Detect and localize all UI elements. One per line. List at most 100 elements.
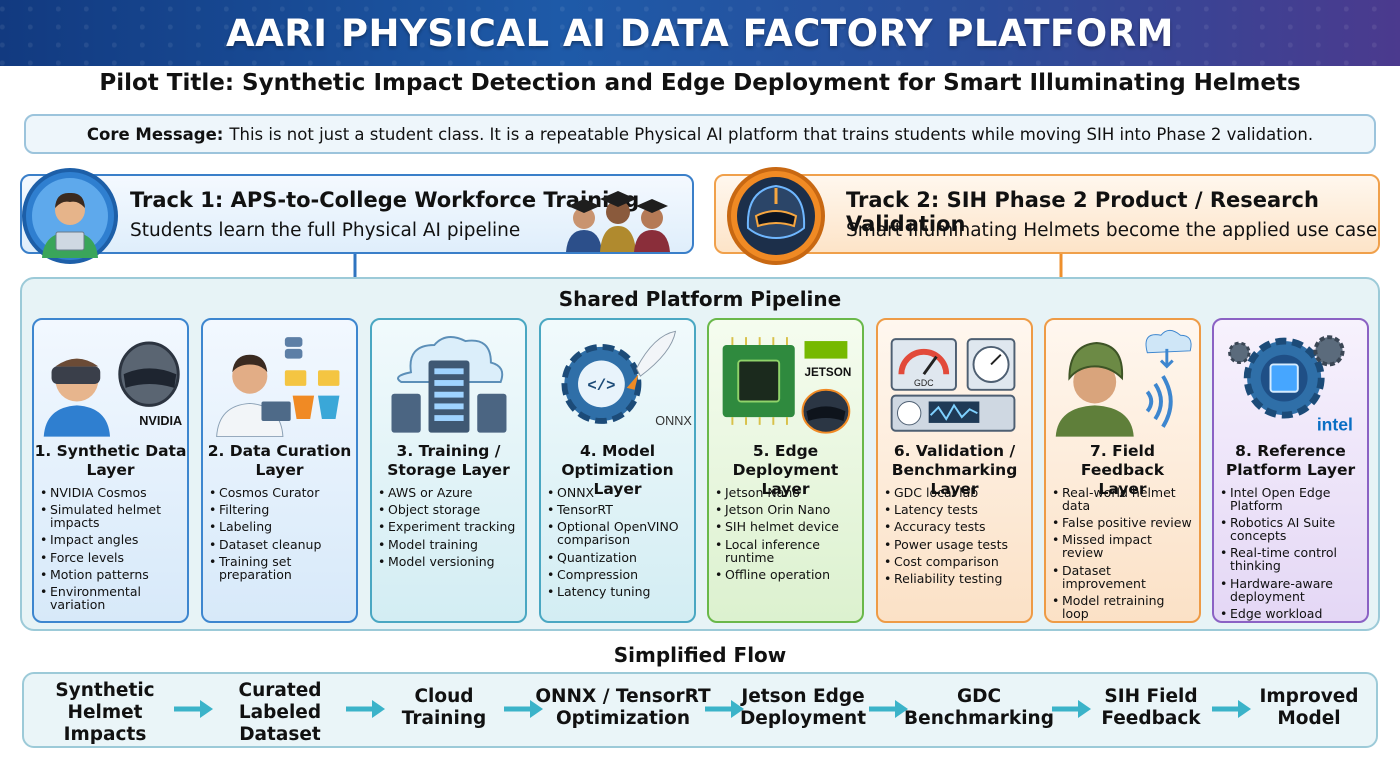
layer-item: Experiment tracking — [378, 520, 521, 533]
layer-title-line: Layer — [255, 461, 304, 479]
layer-card-reference-platform: intel 8. Reference Platform Layer Intel … — [1212, 318, 1369, 623]
gear-rocket-icon: </> ONNX — [561, 330, 692, 428]
layer-item: Cost comparison — [884, 555, 1027, 568]
layer-item: Offline operation — [715, 568, 858, 581]
flow-arrow-icon — [504, 700, 543, 718]
intel-logo: intel — [1317, 415, 1353, 435]
onnx-logo: ONNX — [655, 414, 692, 428]
layer-card-edge-deployment: JETSON 5. Edge Deployment Layer Jetson N… — [707, 318, 864, 623]
flow-step-line: ONNX / TensorRT — [535, 686, 711, 707]
layer-item: Object storage — [378, 503, 521, 516]
layer-title: 8. Reference Platform Layer — [1214, 442, 1367, 480]
flow-step-line: Benchmarking — [904, 708, 1054, 729]
layer-item: Reliability testing — [884, 572, 1027, 585]
flow-step-line: Impacts — [63, 724, 147, 745]
pilot-title: Pilot Title: Synthetic Impact Detection … — [99, 70, 1301, 96]
flow-step: GDC Benchmarking — [904, 686, 1054, 730]
flow-step-line: Synthetic — [55, 680, 155, 701]
core-message-box: Core Message: This is not just a student… — [24, 114, 1376, 154]
layer-item: Quantization — [547, 551, 690, 564]
layer-items: AWS or AzureObject storageExperiment tra… — [378, 486, 521, 572]
layer-items: Jetson NanoJetson Orin NanoSIH helmet de… — [715, 486, 858, 585]
layer-item: Environmental variation — [40, 585, 183, 611]
simplified-flow — [22, 672, 1378, 748]
layer-item: Edge workload orchestration — [1220, 607, 1363, 621]
flow-arrow-icon — [174, 700, 213, 718]
layer-item: Model retraining loop — [1052, 594, 1195, 620]
flow-step: Synthetic Helmet Impacts — [30, 680, 180, 746]
flow-step-line: Model — [1277, 708, 1341, 729]
layer-item: Model training — [378, 538, 521, 551]
layer-item: AWS or Azure — [378, 486, 521, 499]
vr-helmet-icon: NVIDIA — [43, 341, 182, 437]
graduates-icon — [566, 191, 670, 252]
flow-step: Improved Model — [1234, 686, 1384, 730]
layer-card-synthetic-data: NVIDIA 1. Synthetic Data Layer NVIDIA Co… — [32, 318, 189, 623]
flow-arrow-icon — [346, 700, 385, 718]
layer-item: Accuracy tests — [884, 520, 1027, 533]
layer-item: Compression — [547, 568, 690, 581]
layer-title-line: 4. Model — [579, 442, 656, 460]
layer-title: 1. Synthetic Data Layer — [34, 442, 187, 480]
layer-item: Robotics AI Suite concepts — [1220, 516, 1363, 542]
layer-items: Real-world helmet dataFalse positive rev… — [1052, 486, 1195, 621]
layer-item: Latency tuning — [547, 585, 690, 598]
nvidia-logo: NVIDIA — [139, 414, 182, 428]
flow-step-line: Helmet — [67, 702, 143, 723]
layer-item: Training set preparation — [209, 555, 352, 581]
flow-arrow-icon — [1212, 700, 1251, 718]
layer-item: Optional OpenVINO comparison — [547, 520, 690, 546]
flow-step-line: Cloud — [414, 686, 474, 707]
layer-item: False positive review — [1052, 516, 1195, 529]
reference-platform-gears-icon: intel — [1228, 335, 1353, 435]
layer-items: Intel Open Edge PlatformRobotics AI Suit… — [1220, 486, 1363, 621]
header-banner: AARI PHYSICAL AI DATA FACTORY PLATFORM — [0, 0, 1400, 66]
layer-title-line: 1. Synthetic Data — [34, 442, 187, 460]
layer-title: 3. Training / Storage Layer — [372, 442, 525, 480]
flow-step: ONNX / TensorRT Optimization — [535, 686, 711, 730]
track-2-subtitle: Smart Illuminating Helmets become the ap… — [846, 220, 1378, 241]
flow-step-line: Improved — [1259, 686, 1359, 707]
layer-item: Latency tests — [884, 503, 1027, 516]
flow-step: Cloud Training — [369, 686, 519, 730]
layer-item: Motion patterns — [40, 568, 183, 581]
track-1-title: Track 1: APS-to-College Workforce Traini… — [130, 188, 640, 212]
flow-step-line: Optimization — [555, 708, 691, 729]
layer-item: Real-time control thinking — [1220, 546, 1363, 572]
flow-arrow-icon — [1052, 700, 1091, 718]
flow-step-line: Dataset — [239, 724, 321, 745]
layer-items: GDC local labLatency testsAccuracy tests… — [884, 486, 1027, 589]
jetson-chip-icon: JETSON — [722, 337, 851, 434]
layer-title-line: 8. Reference — [1235, 442, 1346, 460]
track-2-title: Track 2: SIH Phase 2 Product / Research … — [846, 188, 1319, 236]
field-feedback-icon — [1055, 329, 1192, 437]
layer-title-line: Layer — [86, 461, 135, 479]
layer-item: GDC local lab — [884, 486, 1027, 499]
svg-text:</>: </> — [587, 377, 615, 395]
core-message-label: Core Message: — [86, 124, 224, 144]
layer-title-line: 2. Data Curation — [207, 442, 352, 460]
layer-items: NVIDIA CosmosSimulated helmet impactsImp… — [40, 486, 183, 615]
flow-title: Simplified Flow — [613, 643, 787, 667]
layer-item: Filtering — [209, 503, 352, 516]
layer-item: Local inference runtime — [715, 538, 858, 564]
flow-step-line: Deployment — [739, 708, 867, 729]
flow-step-line: Jetson Edge — [741, 686, 865, 707]
flow-step: Curated Labeled Dataset — [205, 680, 355, 746]
layer-title: 2. Data Curation Layer — [203, 442, 356, 480]
layer-title-line: 7. Field Feedback — [1080, 442, 1165, 479]
layer-item: Labeling — [209, 520, 352, 533]
layer-item: SIH helmet device — [715, 520, 858, 533]
layer-card-training-storage: 3. Training / Storage Layer AWS or Azure… — [370, 318, 527, 623]
flow-step-line: Feedback — [1101, 708, 1201, 729]
track-2-panel: Track 2: SIH Phase 2 Product / Research … — [714, 167, 1380, 265]
pipeline-title: Shared Platform Pipeline — [558, 287, 842, 311]
flow-step-line: SIH Field — [1104, 686, 1198, 707]
layer-card-field-feedback: 7. Field Feedback Layer Real-world helme… — [1044, 318, 1201, 623]
flow-step-line: Training — [401, 708, 487, 729]
layer-item: Impact angles — [40, 533, 183, 546]
layer-item: Simulated helmet impacts — [40, 503, 183, 529]
curation-scientist-icon — [216, 337, 340, 438]
layer-card-data-curation: 2. Data Curation Layer Cosmos CuratorFil… — [201, 318, 358, 623]
layer-title-line: 3. Training / — [396, 442, 501, 460]
